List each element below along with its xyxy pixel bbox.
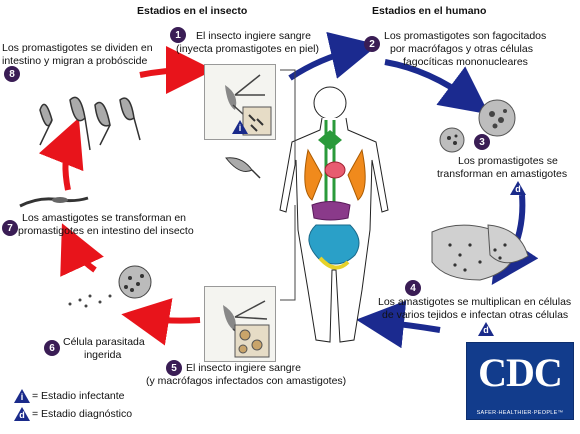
- legend-diagnostic-icon: d: [14, 407, 30, 421]
- step-6-line2: ingerida: [84, 349, 122, 361]
- step-2-line1: Los promastigotes son fagocitados: [384, 30, 547, 42]
- human-figure: [279, 86, 389, 343]
- arrow-5-to-6: [121, 298, 201, 346]
- macrophage-promastigotes: [478, 99, 516, 137]
- arrow-6-to-7: [60, 223, 104, 277]
- legend-diagnostic-text: = Estadio diagnóstico: [32, 408, 133, 420]
- step-2-line3: fagocíticas mononucleares: [403, 56, 528, 68]
- macrophage-amastigotes: [439, 127, 465, 153]
- step-number-8: 8: [4, 66, 20, 82]
- step-3-line1: Los promastigotes se: [458, 155, 558, 167]
- step-number-3: 3: [474, 134, 490, 150]
- cdc-logo-text: CDC: [478, 350, 563, 395]
- step-5-line2: (y macrófagos infectados con amastigotes…: [146, 375, 347, 387]
- step-number-5: 5: [166, 360, 182, 376]
- transforming-promastigote: [19, 196, 89, 208]
- legend-infective-text: = Estadio infectante: [32, 390, 125, 402]
- sandfly-bite-panel-top: [204, 64, 276, 140]
- sandfly-bottom-icon: [223, 300, 270, 358]
- infected-tissue-cells: [431, 224, 529, 281]
- cdc-logo-tagline: SAFER·HEALTHIER·PEOPLE™: [476, 410, 564, 416]
- step-3-line2: transforman en amastigotes: [437, 168, 568, 180]
- legend-infective-icon: i: [14, 389, 30, 403]
- arrow-1-to-2: [288, 31, 379, 81]
- step-6-line1: Célula parasitada: [63, 336, 145, 348]
- arrow-4-to-5: [356, 300, 441, 349]
- step-number-1: 1: [170, 27, 186, 43]
- step-8-line2: intestino y migran a probóscide: [2, 55, 148, 67]
- step-1-line2: (inyecta promastigotes en piel): [176, 43, 319, 55]
- step-2-line2: por macrófagos y otras células: [390, 43, 533, 55]
- step-number-6: 6: [44, 340, 60, 356]
- step-4-line2: de varios tejidos e infectan otras célul…: [382, 309, 569, 321]
- arrow-8-to-1: [139, 46, 214, 95]
- arrow-7-to-8: [38, 117, 84, 191]
- infective-stage-icon: i: [232, 120, 248, 134]
- step-5-line1: El insecto ingiere sangre: [186, 362, 301, 374]
- step-4-line1: Los amastigotes se multiplican en célula…: [378, 296, 572, 308]
- step-number-2: 2: [364, 36, 380, 52]
- dividing-promastigotes: [39, 96, 141, 151]
- sandfly-bite-panel-bottom: [204, 286, 276, 362]
- cdc-logo: CDC SAFER·HEALTHIER·PEOPLE™: [466, 342, 574, 420]
- step-7-line1: Los amastigotes se transforman en: [22, 212, 187, 224]
- insect-stages-header: Estadios en el insecto: [137, 5, 248, 17]
- step-7-line2: promastigotes en intestino del insecto: [18, 225, 194, 237]
- step-number-7: 7: [2, 220, 18, 236]
- arrow-2-to-3: [384, 59, 490, 115]
- promastigote-icon: [225, 157, 261, 179]
- step-1-line1: El insecto ingiere sangre: [196, 30, 311, 42]
- human-stages-header: Estadios en el humano: [372, 5, 487, 17]
- step-number-4: 4: [405, 280, 421, 296]
- ingested-parasitized-cell: [68, 265, 152, 308]
- step-8-line1: Los promastigotes se dividen en: [2, 42, 153, 54]
- diagnostic-stage-icon: d: [478, 322, 494, 336]
- diagnostic-stage-icon: d: [510, 181, 526, 195]
